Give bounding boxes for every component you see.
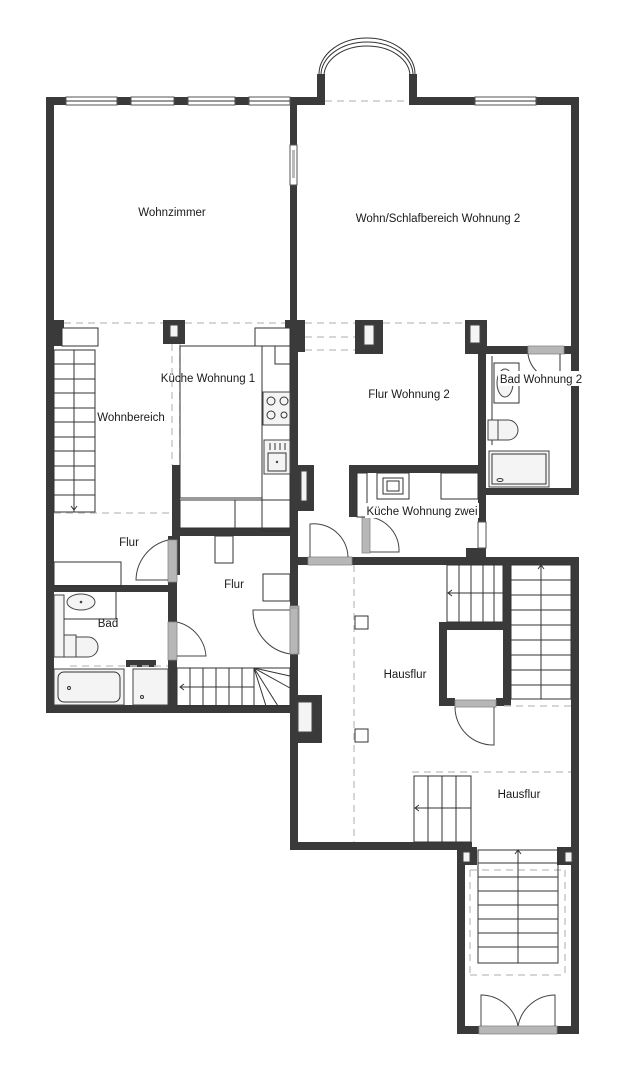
stairs-entrance — [477, 849, 559, 964]
stairs-hausflur-right — [510, 564, 572, 700]
room-label-hausflur-lower: Hausflur — [498, 789, 541, 801]
stairs-wohnbereich — [53, 349, 96, 513]
hausflur-columns — [354, 615, 369, 743]
kitchen-1-fixtures — [61, 327, 291, 532]
room-label-kueche-wohnung-1: Küche Wohnung 1 — [161, 373, 255, 385]
room-labels: Wohnzimmer Wohn/Schlafbereich Wohnung 2 … — [97, 207, 584, 801]
walls — [46, 74, 579, 1034]
doors — [135, 345, 565, 1035]
room-label-wohn-schlafbereich-wohnung-2: Wohn/Schlafbereich Wohnung 2 — [356, 213, 521, 225]
room-label-wohnbereich: Wohnbereich — [97, 412, 165, 424]
room-label-bad-wohnung-2: Bad Wohnung 2 — [500, 374, 582, 386]
room-label-flur-wohnung-2: Flur Wohnung 2 — [368, 389, 450, 401]
windows — [65, 37, 537, 186]
kitchen-2-fixtures — [356, 472, 479, 518]
room-label-bad: Bad — [98, 618, 118, 630]
stairs-flur-winding — [176, 667, 291, 707]
bad-fixtures — [53, 592, 169, 706]
room-label-kueche-wohnung-zwei: Küche Wohnung zwei — [366, 506, 477, 518]
room-label-hausflur-main: Hausflur — [384, 669, 427, 681]
stairs-hausflur-upper — [446, 564, 504, 623]
stairs-hausflur-lower — [413, 775, 472, 843]
room-label-flur-center: Flur — [224, 579, 244, 591]
room-label-flur-left: Flur — [119, 537, 139, 549]
room-label-wohnzimmer: Wohnzimmer — [138, 207, 206, 219]
flur-fixtures — [53, 535, 291, 602]
